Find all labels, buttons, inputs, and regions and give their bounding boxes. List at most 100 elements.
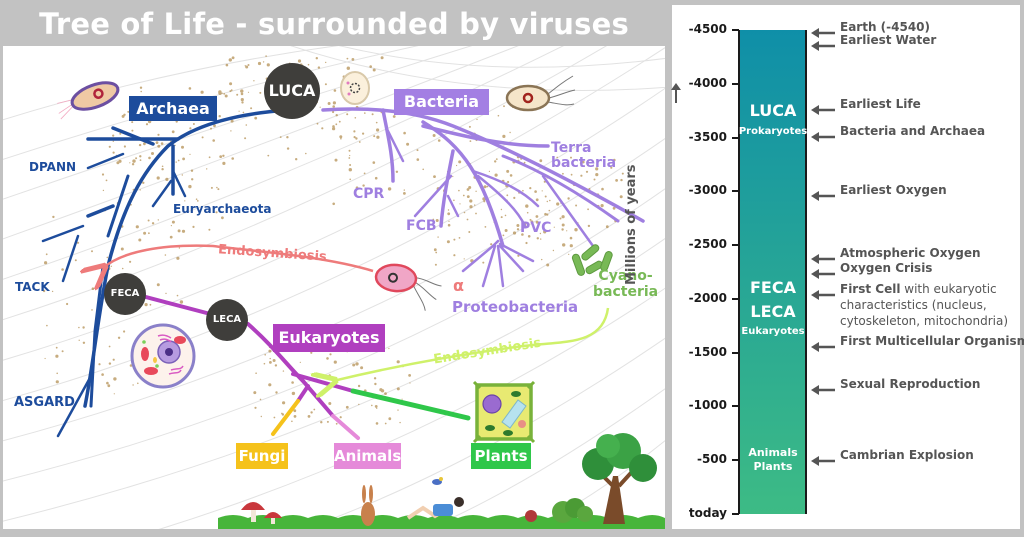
virus-dot [587, 208, 589, 211]
axis-tick-mark [732, 459, 739, 462]
virus-dot [486, 185, 489, 188]
virus-dot [458, 237, 461, 239]
animals-label: Animals [334, 443, 401, 469]
virus-dot [181, 145, 184, 149]
virus-dot [190, 169, 194, 172]
virus-dot [541, 258, 543, 261]
virus-dot [291, 391, 296, 396]
virus-dot [123, 330, 126, 333]
virus-dot [495, 158, 498, 160]
virus-dot [536, 237, 539, 240]
event-arrow-icon [811, 127, 841, 143]
axis-tick-label: -1000 [688, 398, 727, 413]
virus-dot [513, 196, 516, 199]
virus-dot [401, 398, 403, 400]
virus-dot [422, 168, 425, 171]
virus-dot [546, 263, 550, 267]
virus-dot [242, 111, 245, 114]
luca-node-label: LUCA [268, 81, 316, 100]
virus-dot [610, 166, 613, 169]
virus-dot [56, 372, 58, 375]
alpha-proteobacterium-illustration [374, 263, 442, 311]
virus-dot [228, 58, 232, 62]
virus-dot [579, 162, 583, 165]
virus-dot [281, 413, 285, 416]
timeline-event: Cambrian Explosion [840, 448, 974, 462]
virus-dot [255, 372, 257, 375]
virus-dot [374, 405, 378, 408]
virus-dot [213, 124, 216, 128]
virus-dot [241, 101, 244, 104]
virus-dot [355, 137, 358, 140]
virus-dot [329, 353, 332, 356]
virus-dot [328, 402, 332, 405]
virus-dot [307, 415, 311, 418]
axis-tick-mark [732, 351, 739, 354]
virus-dot [210, 127, 212, 130]
axis-tick-label: -1500 [688, 344, 727, 359]
virus-dot [403, 192, 406, 195]
event-arrow-icon [811, 451, 841, 466]
virus-dot [453, 199, 455, 202]
virus-dot [539, 232, 542, 235]
virus-dot [509, 131, 511, 134]
virus-dot [324, 83, 327, 86]
virus-dot [509, 174, 513, 177]
virus-dot [151, 222, 155, 225]
virus-dot [373, 377, 377, 380]
virus-dot [546, 200, 548, 203]
virus-dot [345, 405, 349, 409]
virus-dot [358, 141, 361, 143]
virus-dot [358, 403, 360, 406]
virus-dot [305, 152, 307, 155]
virus-dot [112, 134, 115, 137]
virus-dot [376, 407, 378, 409]
virus-dot [184, 200, 186, 202]
virus-dot [562, 172, 564, 175]
virus-dot [293, 415, 297, 418]
virus-dot [332, 125, 335, 128]
virus-dot [326, 420, 329, 423]
virus-dot [516, 228, 520, 231]
virus-dot [539, 159, 543, 163]
virus-dot [504, 214, 507, 217]
fcb-label: FCB [406, 218, 437, 234]
virus-dot [403, 189, 405, 191]
virus-dot [253, 80, 255, 82]
virus-dot [357, 384, 361, 388]
asgard-label: ASGARD [14, 395, 75, 410]
axis-tick-label: today [688, 506, 727, 520]
virus-dot [437, 139, 441, 142]
virus-dot [437, 236, 439, 238]
virus-dot [502, 134, 506, 138]
virus-dot [120, 247, 124, 251]
axis-tick-label: -2000 [688, 290, 727, 305]
virus-dot [229, 90, 232, 93]
virus-dot [468, 186, 472, 189]
tree-drawing [3, 46, 665, 529]
virus-dot [295, 158, 298, 161]
virus-dot [160, 142, 164, 145]
virus-dot [208, 228, 211, 231]
virus-dot [174, 144, 176, 147]
virus-dot [240, 92, 244, 96]
virus-dot [178, 247, 181, 249]
virus-dot [360, 366, 364, 370]
timeline-event: Oxygen Crisis [840, 261, 932, 275]
virus-dot [566, 230, 568, 232]
feca-node: FECA [104, 273, 146, 315]
virus-dot [335, 123, 338, 126]
event-title: Earliest Oxygen [840, 183, 947, 198]
axis-tick-mark [732, 29, 739, 31]
virus-dot [619, 195, 623, 199]
virus-dot [506, 169, 510, 173]
virus-dot [272, 359, 276, 362]
virus-dot [269, 361, 272, 364]
virus-dot [149, 303, 152, 306]
virus-dot [139, 155, 142, 158]
virus-dot [396, 387, 400, 391]
virus-dot [282, 401, 286, 405]
virus-dot [615, 179, 618, 182]
virus-dot [562, 243, 566, 247]
cyanobacteria-line2: bacteria [593, 284, 659, 300]
